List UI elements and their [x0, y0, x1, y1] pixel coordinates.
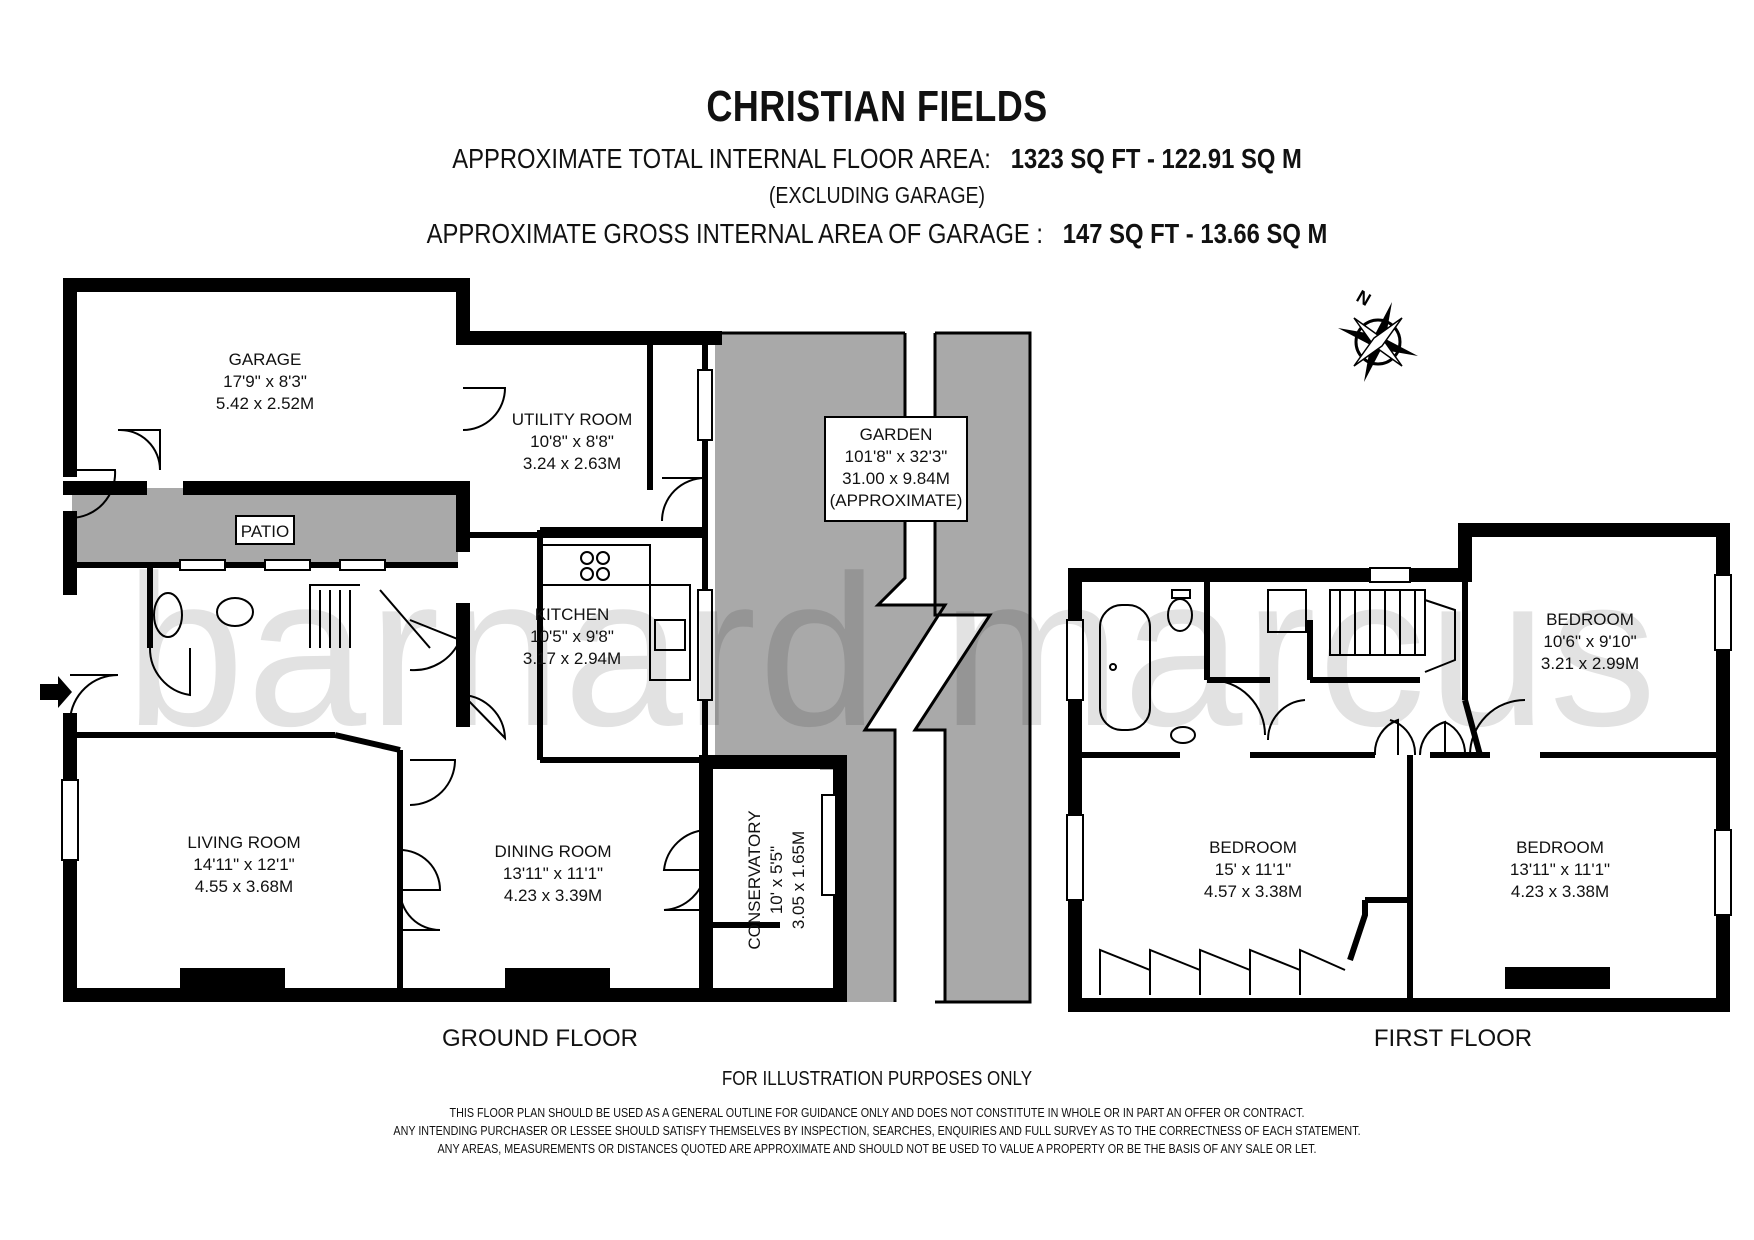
- watermark: barnard marcus: [125, 530, 1659, 771]
- first-floor-label: FIRST FLOOR: [1374, 1025, 1532, 1052]
- plan-title: CHRISTIAN FIELDS: [706, 82, 1048, 131]
- bedroom-right-metric: 4.23 x 3.38M: [1511, 882, 1609, 901]
- conservatory-name: CONSERVATORY: [745, 810, 764, 949]
- living-room-fireplace: [180, 968, 285, 990]
- utility-imperial: 10'8" x 8'8": [530, 432, 614, 451]
- kitchen-metric: 3.17 x 2.94M: [523, 649, 621, 668]
- first-floor-walls: [1068, 523, 1730, 1012]
- garage-metric: 5.42 x 2.52M: [216, 394, 314, 413]
- kitchen-imperial: 10'5" x 9'8": [530, 627, 614, 646]
- garage-imperial: 17'9" x 8'3": [223, 372, 307, 391]
- illustration-note: FOR ILLUSTRATION PURPOSES ONLY: [721, 1068, 1033, 1090]
- kitchen-name: KITCHEN: [535, 605, 610, 624]
- conservatory-imperial: 10' x 5'5": [767, 846, 786, 914]
- living-room-name: LIVING ROOM: [187, 833, 300, 852]
- disclaimer-line-1: THIS FLOOR PLAN SHOULD BE USED AS A GENE…: [449, 1106, 1305, 1120]
- bedroom-left-metric: 4.57 x 3.38M: [1204, 882, 1302, 901]
- utility-metric: 3.24 x 2.63M: [523, 454, 621, 473]
- bedroom-left-imperial: 15' x 11'1": [1215, 860, 1291, 879]
- wardrobes: [1099, 948, 1346, 995]
- patio-name: PATIO: [241, 522, 290, 541]
- bedroom-top-right-metric: 3.21 x 2.99M: [1541, 654, 1639, 673]
- entrance-arrow-icon: [40, 676, 72, 708]
- first-floor-inner-walls: [1075, 575, 1723, 1005]
- bedroom-right-name: BEDROOM: [1516, 838, 1604, 857]
- ground-floor-fixtures: [153, 544, 691, 681]
- bedroom-fireplace: [1505, 967, 1610, 989]
- garden-borders: [715, 331, 1032, 1004]
- bedroom-top-right-imperial: 10'6" x 9'10": [1543, 632, 1636, 651]
- living-room-metric: 4.55 x 3.68M: [195, 877, 293, 896]
- garage-area-label: APPROXIMATE GROSS INTERNAL AREA OF GARAG…: [426, 218, 1043, 249]
- dining-room-fireplace: [505, 968, 610, 990]
- disclaimer-line-2: ANY INTENDING PURCHASER OR LESSEE SHOULD…: [393, 1124, 1361, 1138]
- ground-floor-windows: [61, 369, 837, 896]
- patio-label-box: [235, 515, 295, 545]
- excluding-garage-note: (EXCLUDING GARAGE): [768, 182, 986, 208]
- garden-name: GARDEN: [860, 425, 933, 444]
- dining-room-name: DINING ROOM: [494, 842, 611, 861]
- garage-area-line: APPROXIMATE GROSS INTERNAL AREA OF GARAG…: [132, 218, 1623, 250]
- utility-name: UTILITY ROOM: [512, 410, 633, 429]
- internal-area-value: 1323 SQ FT - 122.91 SQ M: [1010, 143, 1302, 174]
- internal-area-label: APPROXIMATE TOTAL INTERNAL FLOOR AREA:: [452, 143, 991, 174]
- compass-north-label: N: [1353, 286, 1374, 310]
- dining-room-metric: 4.23 x 3.39M: [504, 886, 602, 905]
- ground-floor-doors: [69, 387, 707, 931]
- internal-area-line: APPROXIMATE TOTAL INTERNAL FLOOR AREA: 1…: [132, 143, 1623, 175]
- bedroom-top-right-name: BEDROOM: [1546, 610, 1634, 629]
- disclaimer-line-3: ANY AREAS, MEASUREMENTS OR DISTANCES QUO…: [437, 1142, 1317, 1156]
- living-room-imperial: 14'11" x 12'1": [193, 855, 294, 874]
- compass-rose-icon: [1338, 302, 1418, 382]
- bedroom-left-name: BEDROOM: [1209, 838, 1297, 857]
- garage-name: GARAGE: [229, 350, 302, 369]
- garden-note: (APPROXIMATE): [830, 491, 963, 510]
- garden-label-box: [824, 416, 968, 522]
- conservatory-metric: 3.05 x 1.65M: [789, 831, 808, 929]
- bedroom-right-imperial: 13'11" x 11'1": [1510, 860, 1610, 879]
- garage-area-value: 147 SQ FT - 13.66 SQ M: [1062, 218, 1328, 249]
- first-floor-windows: [1066, 567, 1732, 916]
- first-floor-doors: [1209, 679, 1526, 756]
- ground-floor-label: GROUND FLOOR: [442, 1025, 638, 1052]
- garden-metric: 31.00 x 9.84M: [842, 469, 950, 488]
- garden-imperial: 101'8" x 32'3": [845, 447, 948, 466]
- first-floor-fixtures: [1099, 589, 1456, 744]
- dining-room-imperial: 13'11" x 11'1": [503, 864, 603, 883]
